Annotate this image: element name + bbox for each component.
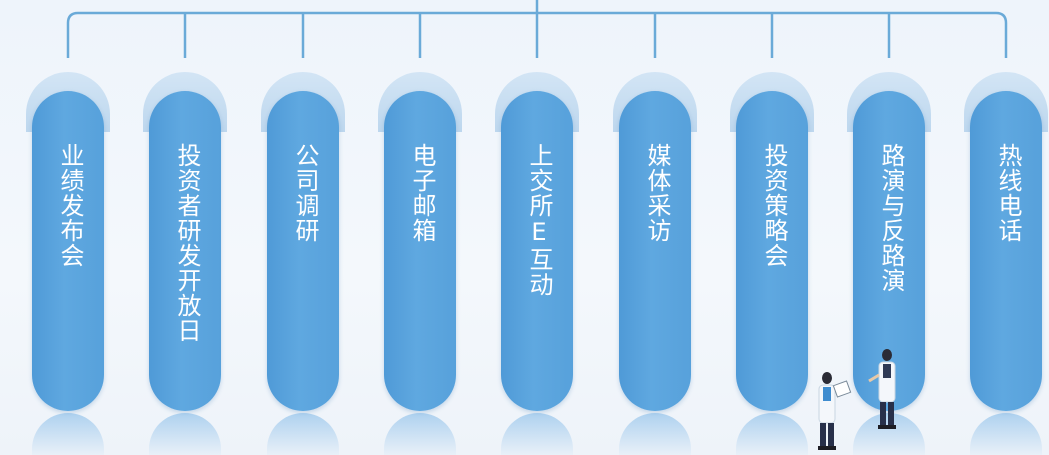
pill-reflection (501, 413, 573, 455)
pill-reflection (736, 413, 808, 455)
channel-item: 上交所E互动 (495, 72, 579, 455)
channel-pill: 上交所E互动 (501, 91, 573, 411)
channel-label: 上交所E互动 (525, 143, 553, 297)
pill-reflection (970, 413, 1042, 455)
pill-reflection (267, 413, 339, 455)
channel-pill: 投资者研发开放日 (149, 91, 221, 411)
channel-pill: 电子邮箱 (384, 91, 456, 411)
channel-item: 投资者研发开放日 (143, 72, 227, 455)
channel-label: 电子邮箱 (408, 143, 436, 243)
channel-item: 热线电话 (964, 72, 1048, 455)
channel-label: 业绩发布会 (56, 143, 84, 268)
channel-label: 热线电话 (994, 143, 1022, 243)
channel-item: 投资策略会 (730, 72, 814, 455)
channel-pill: 媒体采访 (619, 91, 691, 411)
channel-label: 投资者研发开放日 (173, 143, 201, 343)
channel-pill: 业绩发布会 (32, 91, 104, 411)
pill-reflection (619, 413, 691, 455)
channel-label: 公司调研 (291, 143, 319, 243)
channel-pill: 投资策略会 (736, 91, 808, 411)
channel-item: 业绩发布会 (26, 72, 110, 455)
pill-reflection (149, 413, 221, 455)
channel-label: 投资策略会 (760, 143, 788, 268)
channel-label: 路演与反路演 (877, 143, 905, 293)
doctors-illustration-icon (818, 349, 896, 450)
channel-item: 媒体采访 (613, 72, 697, 455)
pill-reflection (32, 413, 104, 455)
connector-lines (66, 0, 1008, 58)
channel-label: 媒体采访 (643, 143, 671, 243)
channel-pill: 热线电话 (970, 91, 1042, 411)
channel-item: 公司调研 (261, 72, 345, 455)
channel-item: 电子邮箱 (378, 72, 462, 455)
channel-pill: 公司调研 (267, 91, 339, 411)
pill-reflection (384, 413, 456, 455)
